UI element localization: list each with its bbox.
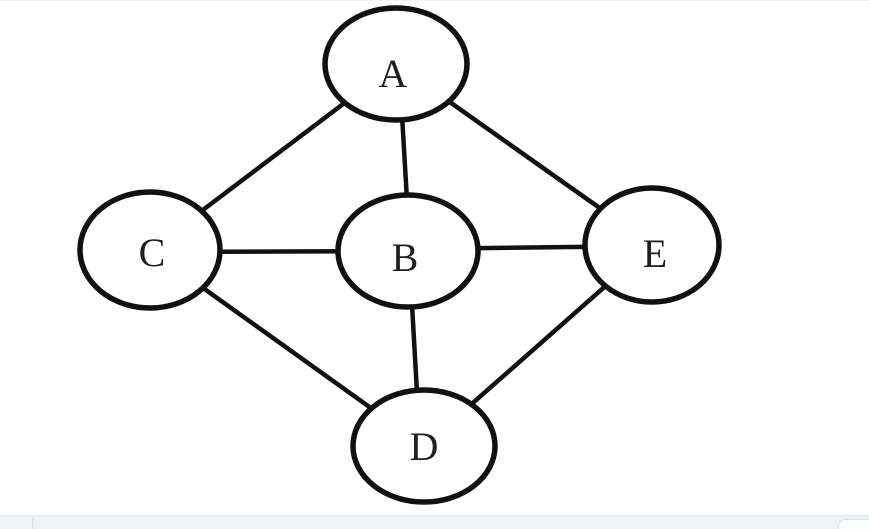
node-e: [582, 185, 722, 305]
bottom-bar: [0, 515, 869, 529]
node-c-label: C: [139, 230, 166, 275]
node-label-group: A C B E D: [139, 51, 668, 469]
bottom-bar-divider: [32, 518, 33, 529]
node-b-label: B: [392, 235, 419, 280]
node-a-label: A: [379, 51, 408, 96]
top-hairline: [0, 0, 869, 1]
node-d-label: D: [410, 424, 439, 469]
node-a: [322, 5, 470, 123]
corner-popup[interactable]: [838, 519, 869, 529]
node-d: [350, 387, 498, 505]
node-c: [77, 189, 223, 311]
graph-diagram: A C B E D: [77, 5, 722, 505]
node-e-label: E: [643, 231, 667, 276]
node-group: [77, 5, 722, 505]
node-b: [335, 192, 481, 310]
